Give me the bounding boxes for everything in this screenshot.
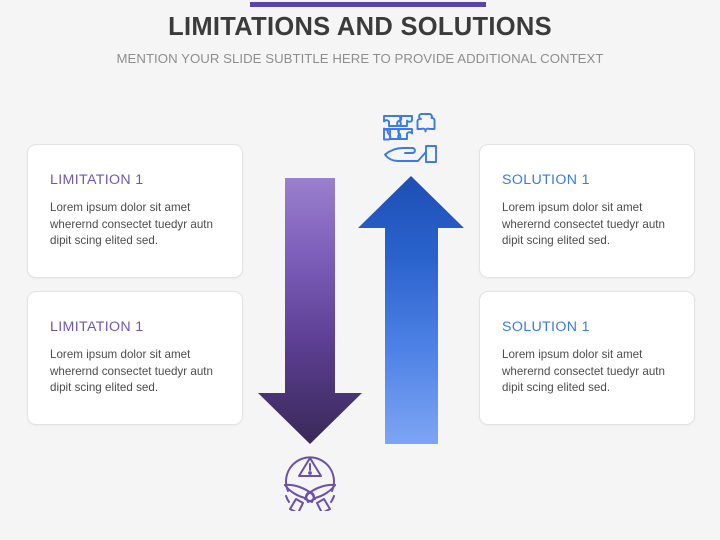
limitations-down-arrow	[258, 178, 362, 444]
limitation-card-1-heading: LIMITATION 1	[50, 172, 144, 189]
solutions-up-arrow	[358, 176, 464, 444]
limitation-card-2-body: Lorem ipsum dolor sit amet wherernd cons…	[50, 348, 214, 395]
crossed-arms-warning-icon	[284, 456, 336, 511]
page-subtitle: MENTION YOUR SLIDE SUBTITLE HERE TO PROV…	[116, 51, 604, 66]
solution-card-2-heading: SOLUTION 1	[502, 319, 590, 336]
page-title: LIMITATIONS AND SOLUTIONS	[168, 13, 552, 41]
solution-card-1-heading: SOLUTION 1	[502, 172, 590, 189]
slide-header: LIMITATIONS AND SOLUTIONS MENTION YOUR S…	[0, 12, 720, 67]
hand-holding-puzzle-pieces-icon	[383, 113, 437, 163]
limitation-card-2-heading: LIMITATION 1	[50, 319, 144, 336]
solution-card-2[interactable]: SOLUTION 1 Lorem ipsum dolor sit amet wh…	[479, 291, 695, 425]
solution-card-1[interactable]: SOLUTION 1 Lorem ipsum dolor sit amet wh…	[479, 144, 695, 278]
limitation-card-1-body: Lorem ipsum dolor sit amet wherernd cons…	[50, 201, 214, 248]
limitation-card-2[interactable]: LIMITATION 1 Lorem ipsum dolor sit amet …	[27, 291, 243, 425]
top-accent-bar	[250, 2, 486, 7]
solution-card-2-body: Lorem ipsum dolor sit amet wherernd cons…	[502, 348, 666, 395]
limitation-card-1[interactable]: LIMITATION 1 Lorem ipsum dolor sit amet …	[27, 144, 243, 278]
solution-card-1-body: Lorem ipsum dolor sit amet wherernd cons…	[502, 201, 666, 248]
